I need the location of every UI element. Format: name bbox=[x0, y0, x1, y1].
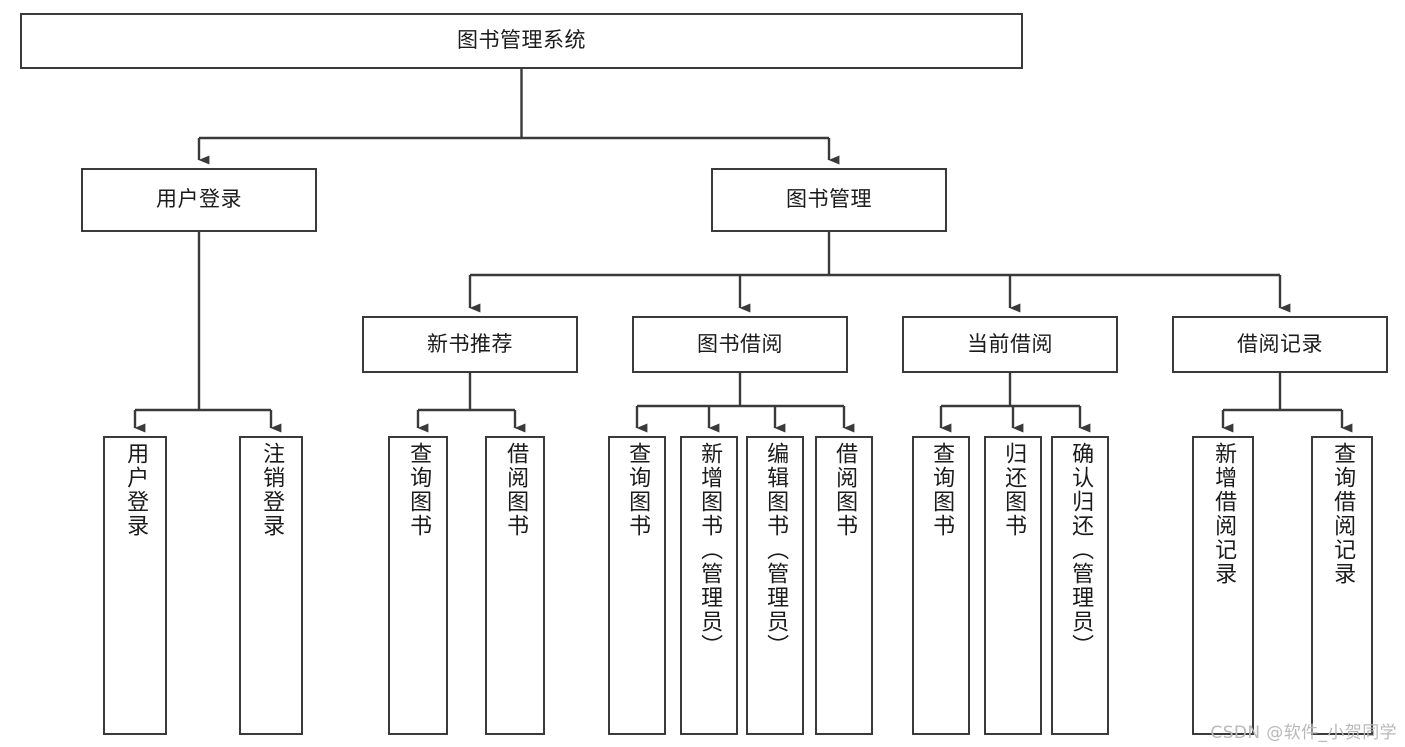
leaf-logout[interactable]: 注销登录 bbox=[239, 436, 303, 735]
leaf-borrow-book[interactable]: 借阅图书 bbox=[815, 436, 873, 735]
leaf-label: 确认归还（管理员） bbox=[1068, 442, 1094, 658]
leaf-query-books-borrow[interactable]: 查询图书 bbox=[608, 436, 666, 735]
leaf-label: 查询图书 bbox=[406, 442, 432, 538]
leaf-return-book[interactable]: 归还图书 bbox=[984, 436, 1042, 735]
leaf-label: 编辑图书（管理员） bbox=[763, 442, 789, 658]
leaf-label: 借阅图书 bbox=[832, 442, 858, 538]
node-book-borrow[interactable]: 图书借阅 bbox=[632, 316, 848, 373]
leaf-add-book-admin[interactable]: 新增图书（管理员） bbox=[680, 436, 738, 735]
node-user-login-label: 用户登录 bbox=[156, 187, 242, 212]
leaf-label: 借阅图书 bbox=[503, 442, 529, 538]
node-current-borrow[interactable]: 当前借阅 bbox=[902, 316, 1118, 373]
leaf-user-login[interactable]: 用户登录 bbox=[103, 436, 167, 735]
node-root[interactable]: 图书管理系统 bbox=[20, 13, 1023, 69]
node-book-borrow-label: 图书借阅 bbox=[697, 331, 783, 356]
node-new-book-recommend-label: 新书推荐 bbox=[427, 331, 513, 356]
node-root-label: 图书管理系统 bbox=[457, 28, 586, 53]
leaf-label: 用户登录 bbox=[123, 442, 149, 538]
watermark: CSDN @软件_小贺同学 bbox=[1210, 723, 1397, 743]
leaf-label: 查询图书 bbox=[625, 442, 651, 538]
leaf-edit-book-admin[interactable]: 编辑图书（管理员） bbox=[746, 436, 804, 735]
leaf-query-books-current[interactable]: 查询图书 bbox=[912, 436, 970, 735]
node-user-login[interactable]: 用户登录 bbox=[81, 168, 317, 232]
node-borrow-records[interactable]: 借阅记录 bbox=[1172, 316, 1388, 373]
node-book-management-label: 图书管理 bbox=[786, 187, 872, 212]
leaf-add-borrow-record[interactable]: 新增借阅记录 bbox=[1192, 436, 1254, 735]
leaf-label: 查询借阅记录 bbox=[1330, 442, 1356, 586]
leaf-label: 归还图书 bbox=[1001, 442, 1027, 538]
leaf-label: 新增图书（管理员） bbox=[697, 442, 723, 658]
leaf-borrow-books-recommend[interactable]: 借阅图书 bbox=[485, 436, 545, 735]
leaf-query-books-recommend[interactable]: 查询图书 bbox=[388, 436, 448, 735]
node-book-management[interactable]: 图书管理 bbox=[711, 168, 947, 232]
node-current-borrow-label: 当前借阅 bbox=[967, 331, 1053, 356]
node-new-book-recommend[interactable]: 新书推荐 bbox=[362, 316, 578, 373]
leaf-label: 查询图书 bbox=[929, 442, 955, 538]
leaf-label: 新增借阅记录 bbox=[1211, 442, 1237, 586]
leaf-query-borrow-record[interactable]: 查询借阅记录 bbox=[1311, 436, 1373, 735]
leaf-confirm-return-admin[interactable]: 确认归还（管理员） bbox=[1051, 436, 1109, 735]
leaf-label: 注销登录 bbox=[259, 442, 285, 538]
node-borrow-records-label: 借阅记录 bbox=[1237, 331, 1323, 356]
